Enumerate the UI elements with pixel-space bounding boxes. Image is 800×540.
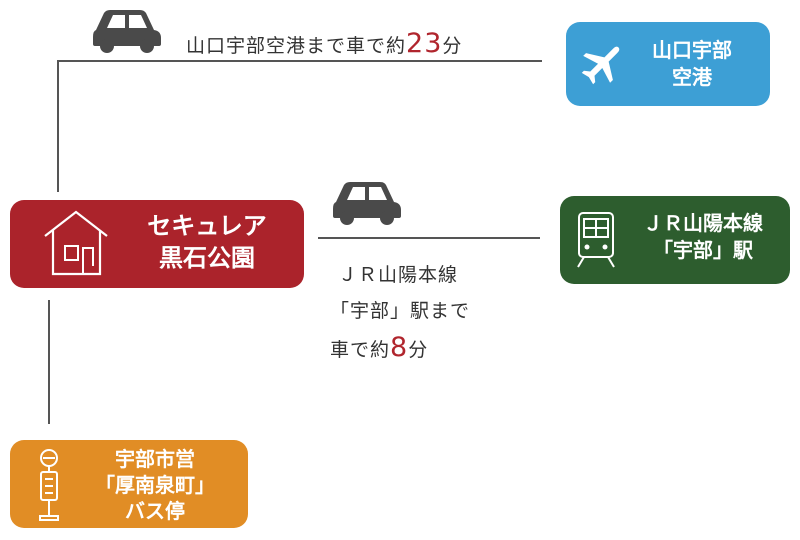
home-box: セキュレア 黒石公園: [10, 200, 304, 288]
route-airport-minutes: 23: [406, 28, 443, 59]
route-station-minutes: 8: [390, 332, 409, 363]
route-station-suffix: 分: [408, 339, 429, 361]
airport-label-line1: 山口宇部: [652, 38, 732, 62]
bus-stop-label-line2: 「厚南泉町」: [95, 473, 215, 497]
route-airport-suffix: 分: [442, 35, 463, 57]
train-icon: [574, 210, 618, 270]
home-label-line1: セキュレア: [147, 212, 267, 240]
airplane-icon: [578, 38, 628, 88]
route-airport-prefix: 山口宇部空港まで車で約: [186, 35, 407, 57]
route-airport-text: 山口宇部空港まで車で約23分: [186, 28, 462, 59]
airport-label-line2: 空港: [672, 65, 712, 89]
route-station-line2: 「宇部」駅まで: [330, 300, 471, 322]
station-label-line2: 「宇部」駅: [653, 238, 753, 262]
connector-home-bus: [48, 300, 50, 424]
connector-home-station: [318, 237, 540, 239]
airport-label: 山口宇部 空港: [632, 37, 752, 91]
connector-home-up: [57, 60, 59, 192]
route-station-prefix: 車で約: [330, 339, 391, 361]
station-label-line1: ＪＲ山陽本線: [643, 211, 763, 235]
route-station-line3: 車で約8分: [330, 332, 428, 363]
airport-box: 山口宇部 空港: [566, 22, 770, 106]
bus-stop-label-line1: 宇部市営: [115, 447, 195, 471]
house-icon: [40, 208, 112, 278]
car-icon: [330, 180, 404, 226]
connector-top-horizontal: [57, 60, 542, 62]
station-label: ＪＲ山陽本線 「宇部」駅: [628, 210, 778, 264]
station-box: ＪＲ山陽本線 「宇部」駅: [560, 196, 790, 284]
bus-stop-label-line3: バス停: [125, 499, 185, 523]
home-label: セキュレア 黒石公園: [122, 210, 292, 275]
car-icon: [90, 8, 164, 54]
bus-stop-label: 宇部市営 「厚南泉町」 バス停: [80, 446, 230, 524]
bus-stop-icon: [34, 448, 64, 524]
route-station-line1: ＪＲ山陽本線: [338, 264, 459, 286]
home-label-line2: 黒石公園: [159, 244, 255, 273]
bus-stop-box: 宇部市営 「厚南泉町」 バス停: [10, 440, 248, 528]
